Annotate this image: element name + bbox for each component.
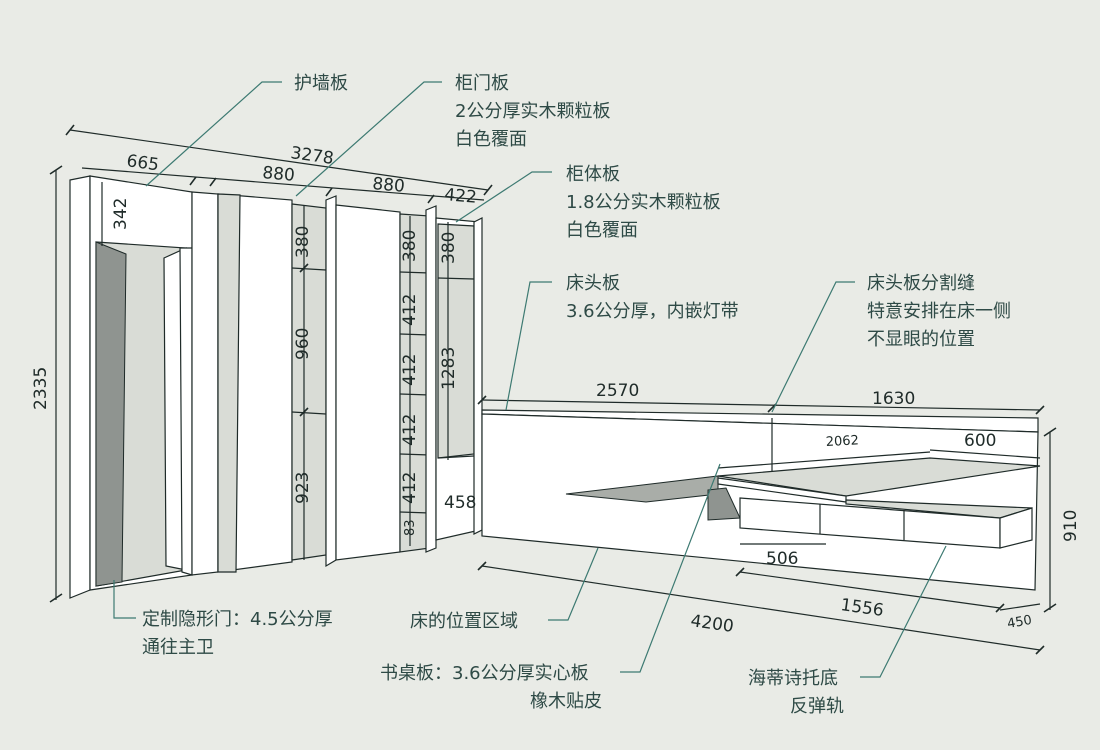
bed-area-label: 床的位置区域: [410, 611, 518, 632]
dim-drawer-width: 506: [766, 549, 798, 569]
dim-wardrobe-2: 880: [372, 174, 406, 197]
dim-desk-len: 2062: [825, 433, 859, 450]
dim-shelf-top: 380: [439, 232, 459, 264]
desk-board-label-1: 书桌板：3.6公分厚实心板: [380, 663, 589, 684]
shelf-unit: [435, 217, 483, 541]
dim-shelf-mid: 1283: [439, 347, 459, 390]
dim-w2-shelf-2: 412: [400, 294, 420, 326]
headboard-seam-label-2: 特意安排在床一侧: [867, 301, 1011, 322]
cabinet-body-label-2: 1.8公分实木颗粒板: [566, 192, 721, 213]
dim-w1-low: 923: [293, 472, 313, 504]
leader-lines: [113, 81, 947, 678]
desk-board-label-2: 橡木贴皮: [530, 691, 602, 712]
cabinet-body-label-3: 白色覆面: [566, 220, 638, 241]
callout-labels: 护墙板 柜门板 2公分厚实木颗粒板 白色覆面 柜体板 1.8公分实木颗粒板 白色…: [142, 73, 1011, 717]
dim-w2-shelf-3: 412: [400, 354, 420, 386]
dim-total-height: 2335: [31, 367, 51, 410]
dim-desk-depth: 600: [964, 431, 996, 451]
dimension-values: 3278 665 880 880 422 342 2335 380 960 92…: [31, 143, 1081, 637]
headboard-label-1: 床头板: [566, 273, 620, 294]
dim-door-width: 665: [125, 151, 160, 175]
drawer-rail-label-2: 反弹轨: [790, 696, 844, 717]
dim-headboard-right: 1630: [872, 389, 915, 409]
cabinet-door-label-3: 白色覆面: [455, 129, 527, 150]
dim-desk-base: 1556: [839, 595, 885, 621]
cabinet-body-label-1: 柜体板: [566, 164, 620, 185]
dim-w1-top: 380: [293, 226, 313, 258]
dim-shelf-low: 458: [444, 493, 476, 513]
cabinet-door-label-2: 2公分厚实木颗粒板: [455, 101, 610, 122]
dim-w1-mid: 960: [293, 328, 313, 360]
hidden-door-label-2: 通往主卫: [142, 637, 214, 658]
dim-w2-shelf-1: 380: [400, 230, 420, 262]
dim-lintel: 342: [111, 198, 131, 230]
dim-w2-shelf-6: 83: [403, 519, 418, 536]
wall-panel-block: [69, 175, 193, 599]
headboard-label-2: 3.6公分厚，内嵌灯带: [566, 301, 739, 322]
dim-shelf-unit: 422: [444, 185, 478, 208]
headboard-seam-label-1: 床头板分割缝: [867, 273, 975, 294]
hidden-door-label-1: 定制隐形门：4.5公分厚: [142, 609, 333, 630]
dim-headboard-height: 910: [1061, 510, 1081, 542]
drawer-rail-label-1: 海蒂诗托底: [748, 668, 838, 689]
dimension-lines: [49, 124, 1057, 655]
wardrobe-1: [191, 191, 337, 576]
desk: [565, 457, 1041, 549]
dim-w2-shelf-5: 412: [400, 472, 420, 504]
headboard-seam-label-3: 不显眼的位置: [867, 329, 975, 350]
wardrobe-2: [335, 204, 437, 561]
dim-w2-shelf-4: 412: [400, 414, 420, 446]
cabinet-door-label-1: 柜门板: [455, 73, 509, 94]
dim-headboard-len: 2570: [596, 381, 639, 401]
dim-total-width: 3278: [289, 143, 335, 169]
dim-side-depth: 450: [1006, 613, 1033, 632]
dim-wardrobe-1: 880: [262, 163, 296, 186]
wall-panel-label: 护墙板: [294, 73, 348, 94]
dim-bed-length: 4200: [689, 611, 735, 637]
